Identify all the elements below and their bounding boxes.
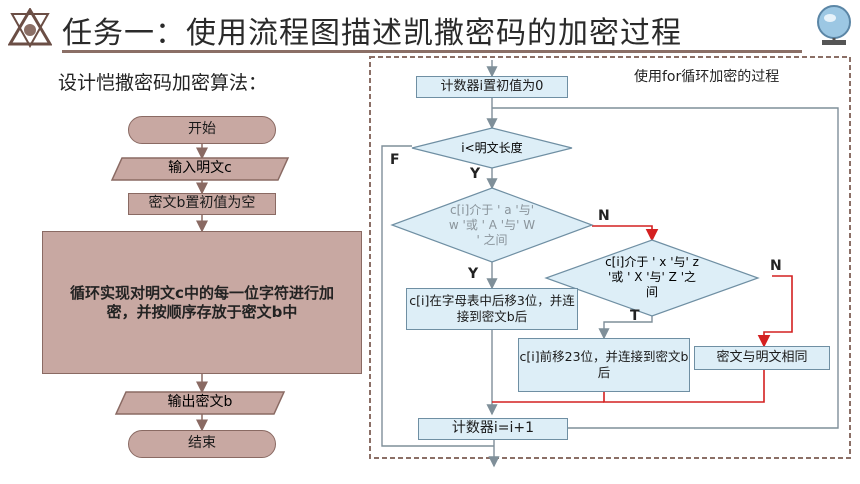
mark-true: T (630, 308, 640, 324)
mark-false: F (390, 152, 400, 168)
increment-box: 计数器i=i+1 (418, 418, 568, 440)
shift-back-box: c[i]在字母表中后移3位，并连接到密文b后 (406, 288, 578, 330)
end-terminal: 结束 (128, 430, 276, 458)
output-parallelogram (114, 391, 286, 415)
init-i-box: 计数器i置初值为0 (416, 76, 568, 98)
page-subtitle: 设计恺撒密码加密算法： (58, 72, 268, 94)
input-label: 输入明文c (168, 160, 232, 177)
start-terminal: 开始 (128, 116, 276, 144)
frame-label: 使用for循环加密的过程 (634, 69, 780, 85)
loop-frame (369, 56, 851, 459)
cond-range2-label: c[i]介于 ' x '与' z '或 ' X '与' Z '之间 (605, 254, 699, 299)
cond-length-label: i<明文长度 (461, 140, 523, 155)
input-parallelogram (110, 157, 290, 181)
edge-false-exit (381, 145, 494, 447)
mark-yes-1: Y (470, 166, 481, 182)
cond-range1-diamond (390, 187, 594, 263)
cond-range2-diamond (544, 239, 760, 317)
same-text-box: 密文与明文相同 (694, 346, 830, 370)
logo-icon (8, 8, 52, 48)
loop-process-box: 循环实现对明文c中的每一位字符进行加密，并按顺序存放于密文b中 (42, 231, 362, 374)
cond-length-diamond (411, 127, 573, 169)
page-title: 任务一：使用流程图描述凯撒密码的加密过程 (62, 16, 682, 51)
mark-yes-2: Y (468, 266, 479, 282)
edge-range1-no (592, 225, 659, 242)
init-b-box: 密文b置初值为空 (128, 193, 276, 215)
edge-range2-no (757, 275, 793, 348)
globe-icon (817, 5, 851, 45)
cond-range1-label: c[i]介于 ' a '与' w '或 ' A '与' W ' 之间 (448, 202, 536, 247)
edge-loop-back (492, 107, 839, 429)
edge-shiftfwd-merge (603, 370, 765, 403)
shift-forward-box: c[i]前移23位，并连接到密文b后 (518, 338, 690, 392)
output-label: 输出密文b (167, 394, 233, 411)
edge-range2-true (598, 316, 653, 340)
title-underline (62, 50, 802, 53)
mark-no-2: N (770, 258, 782, 274)
mark-no-1: N (598, 208, 610, 224)
